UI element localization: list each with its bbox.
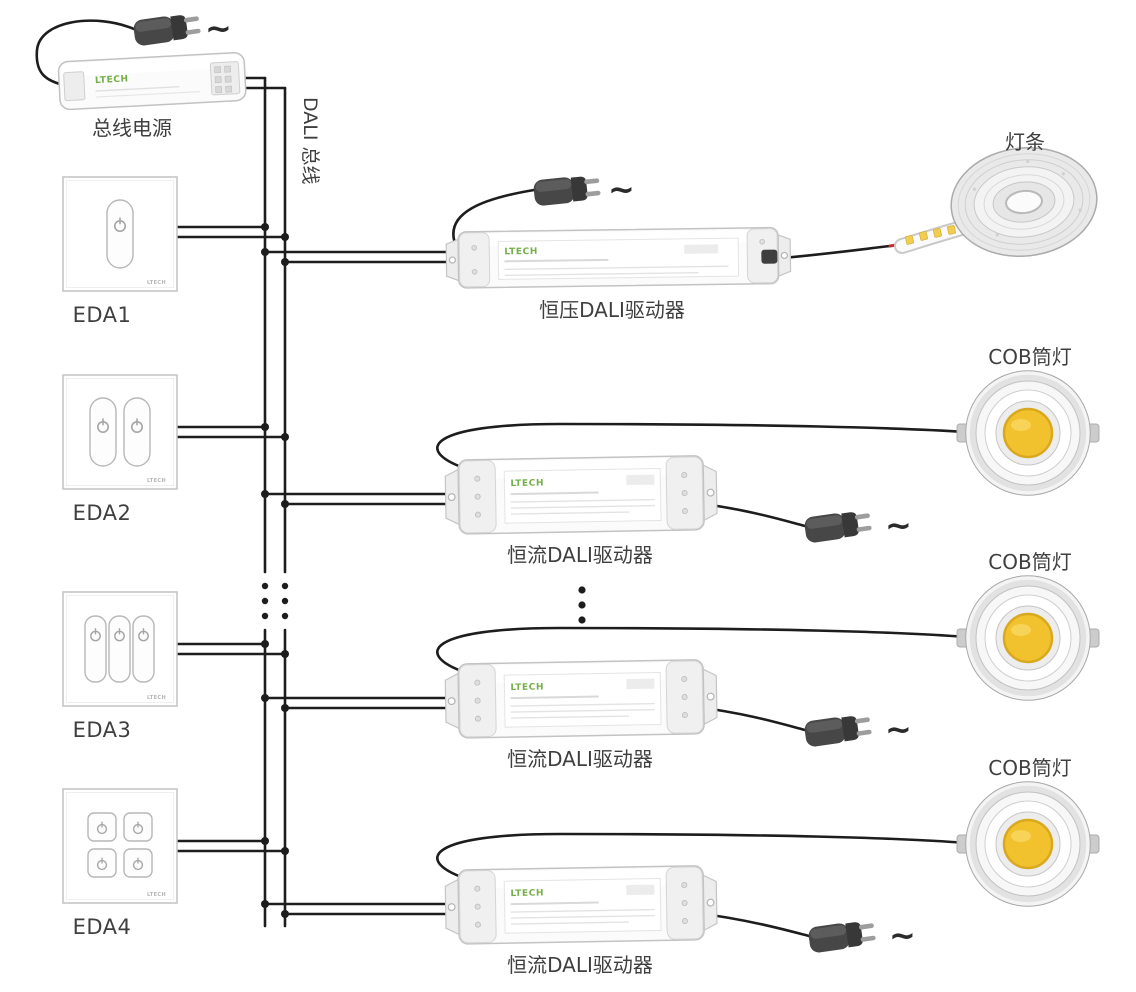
ac-symbol: ~ bbox=[885, 710, 912, 748]
cc-dali-driver-device-3: LTECH bbox=[444, 864, 719, 946]
ellipsis-dot bbox=[261, 597, 269, 605]
panel-button bbox=[106, 199, 134, 269]
junction-dots bbox=[261, 223, 289, 918]
mains-plug-icon bbox=[132, 11, 202, 47]
label-bus-power-supply: 总线电源 bbox=[92, 116, 172, 140]
label-cob-downlight-2: COB筒灯 bbox=[988, 550, 1072, 574]
ac-symbol: ~ bbox=[885, 506, 912, 544]
brand-mark: LTECH bbox=[504, 247, 538, 257]
brand-mark: LTECH bbox=[510, 889, 544, 900]
panel-eda4: LTECH bbox=[62, 788, 178, 904]
ellipsis-dot bbox=[578, 586, 586, 594]
junction-dot bbox=[261, 223, 269, 231]
panel-base bbox=[62, 788, 178, 904]
junction-dot bbox=[261, 900, 269, 908]
junction-dot bbox=[261, 423, 269, 431]
bus-power-supply-device: LTECH bbox=[57, 52, 247, 111]
junction-dot bbox=[261, 640, 269, 648]
panel-button bbox=[84, 615, 107, 683]
wire-cc3-output bbox=[436, 832, 968, 880]
junction-dot bbox=[281, 258, 289, 266]
panel-base bbox=[62, 374, 178, 490]
ellipsis-dot bbox=[281, 597, 289, 605]
cc2-mains-plug-icon bbox=[803, 712, 873, 748]
wire-cv-plug-cord bbox=[452, 188, 536, 248]
label-cc-driver-1: 恒流DALI驱动器 bbox=[507, 543, 653, 567]
ellipsis-dot bbox=[261, 582, 269, 590]
brand-mark: LTECH bbox=[147, 280, 166, 286]
cc-driver-body bbox=[444, 658, 719, 740]
panel-button bbox=[132, 615, 155, 683]
cc-driver-body bbox=[444, 864, 719, 946]
junction-dot bbox=[281, 847, 289, 855]
label-cc-driver-3: 恒流DALI驱动器 bbox=[507, 953, 653, 977]
label-led-strip: 灯条 bbox=[1005, 130, 1045, 154]
junction-dot bbox=[281, 704, 289, 712]
led-strip-reel bbox=[950, 147, 1098, 257]
cc3-mains-plug-icon bbox=[807, 918, 877, 954]
label-eda1: EDA1 bbox=[72, 303, 132, 327]
cc-dali-driver-device-1: LTECH bbox=[444, 454, 719, 536]
wire-cc1-output bbox=[436, 422, 968, 470]
junction-dot bbox=[281, 650, 289, 658]
bus-ellipsis-dots bbox=[261, 582, 289, 620]
brand-mark: LTECH bbox=[95, 74, 129, 86]
label-eda4: EDA4 bbox=[72, 915, 132, 939]
wire-cc2-output bbox=[436, 626, 968, 674]
junction-dot bbox=[281, 433, 289, 441]
panel-eda2: LTECH bbox=[62, 374, 178, 490]
label-cob-downlight-1: COB筒灯 bbox=[988, 345, 1072, 369]
cv-dali-driver-device: LTECH bbox=[445, 226, 792, 290]
panel-eda3: LTECH bbox=[62, 591, 178, 707]
junction-dot bbox=[281, 910, 289, 918]
label-eda3: EDA3 bbox=[72, 718, 132, 742]
cv-driver-mains-plug-icon bbox=[532, 173, 602, 207]
label-cv-driver: 恒压DALI驱动器 bbox=[539, 298, 685, 322]
cc-driver-body bbox=[444, 454, 719, 536]
junction-dot bbox=[261, 490, 269, 498]
brand-mark: LTECH bbox=[510, 683, 544, 694]
panel-button bbox=[108, 615, 131, 683]
ellipsis-dot bbox=[281, 582, 289, 590]
ellipsis-dot bbox=[281, 612, 289, 620]
ac-symbol: ~ bbox=[889, 916, 916, 954]
brand-mark: LTECH bbox=[147, 478, 166, 484]
junction-dot bbox=[261, 694, 269, 702]
label-cob-downlight-3: COB筒灯 bbox=[988, 756, 1072, 780]
cob-downlight-1 bbox=[955, 369, 1101, 497]
brand-mark: LTECH bbox=[510, 479, 544, 490]
label-cc-driver-2: 恒流DALI驱动器 bbox=[507, 747, 653, 771]
junction-dot bbox=[281, 233, 289, 241]
brand-mark: LTECH bbox=[147, 892, 166, 898]
wire-mains-cord-bus-supply bbox=[35, 19, 136, 86]
cc-dali-driver-device-2: LTECH bbox=[444, 658, 719, 740]
cob-downlight-2 bbox=[955, 574, 1101, 702]
cv-driver-body bbox=[445, 226, 792, 290]
cc1-mains-plug-icon bbox=[803, 508, 873, 544]
junction-dot bbox=[261, 248, 269, 256]
label-eda2: EDA2 bbox=[72, 501, 132, 525]
junction-dot bbox=[281, 500, 289, 508]
label-dali-bus: DALI 总线 bbox=[299, 97, 321, 185]
ellipsis-dot bbox=[578, 601, 586, 609]
brand-mark: LTECH bbox=[147, 695, 166, 701]
junction-dot bbox=[261, 837, 269, 845]
ac-symbol: ~ bbox=[608, 170, 635, 208]
cob-downlight-3 bbox=[955, 780, 1101, 908]
more-devices-ellipsis bbox=[578, 586, 586, 624]
led-strip-load bbox=[888, 147, 1098, 257]
ellipsis-dot bbox=[578, 616, 586, 624]
ac-symbol: ~ bbox=[205, 9, 232, 47]
panel-eda1: LTECH bbox=[62, 176, 178, 292]
wires bbox=[35, 19, 968, 938]
ellipsis-dot bbox=[261, 612, 269, 620]
